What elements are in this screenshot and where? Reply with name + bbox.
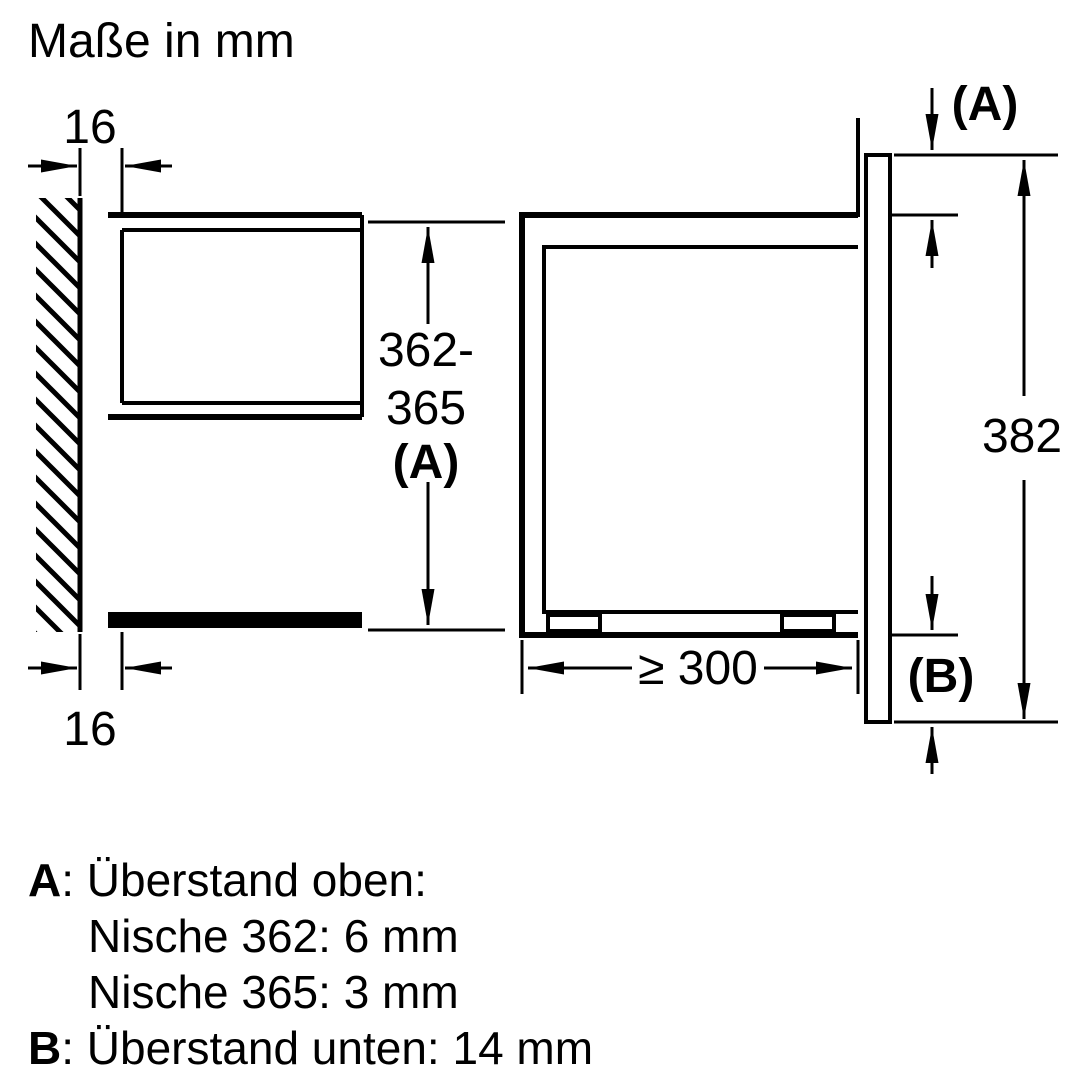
dim-label-overhang-top: (A) [952, 78, 1019, 131]
dim-label-wall-gap-bottom: 16 [63, 703, 116, 756]
appliance-inner-outline [542, 245, 858, 614]
dimension-overhang-top: (A) [892, 78, 1018, 268]
legend-key-b: B [28, 1022, 62, 1074]
cabinet-bottom-board [108, 612, 362, 628]
legend-item-niche-362: Nische 362: 6 mm [28, 908, 593, 964]
legend-item-b: B: Überstand unten: 14 mm [28, 1020, 593, 1076]
page-title: Maße in mm [28, 15, 295, 68]
dimension-niche-height: 362- 365 (A) [368, 220, 505, 632]
dimension-appliance-height: 382 [894, 153, 1062, 724]
dimension-overhang-bottom: (B) [892, 576, 974, 774]
legend-key-a: A [28, 854, 62, 906]
dimension-min-depth: ≥ 300 [520, 640, 860, 695]
dim-label-appliance-height: 382 [982, 410, 1062, 463]
dim-label-min-depth: ≥ 300 [638, 642, 758, 695]
legend: A: Überstand oben: Nische 362: 6 mm Nisc… [28, 852, 593, 1076]
cabinet-section [108, 212, 364, 628]
dim-label-wall-gap-top: 16 [63, 101, 116, 154]
legend-text: Nische 365: 3 mm [88, 966, 459, 1018]
appliance-section [519, 118, 892, 724]
niche-outline [519, 212, 858, 638]
dim-label-niche-height-a: (A) [393, 436, 460, 489]
legend-text: Nische 362: 6 mm [88, 910, 459, 962]
dimension-wall-gap-top: 16 [28, 101, 172, 213]
front-frame [864, 153, 892, 724]
legend-item-a: A: Überstand oben: [28, 852, 593, 908]
legend-item-niche-365: Nische 365: 3 mm [28, 964, 593, 1020]
dimension-wall-gap-bottom: 16 [28, 632, 172, 756]
appliance-foot [546, 613, 602, 633]
legend-text: : Überstand oben: [61, 854, 427, 906]
dim-label-niche-height-1: 362- [378, 324, 474, 377]
appliance-foot [780, 613, 836, 633]
legend-text: : Überstand unten: 14 mm [61, 1022, 594, 1074]
dim-label-overhang-bottom: (B) [908, 650, 975, 703]
dim-label-niche-height-2: 365 [386, 382, 466, 435]
wall-hatch [36, 198, 80, 632]
wall-section [36, 198, 83, 632]
